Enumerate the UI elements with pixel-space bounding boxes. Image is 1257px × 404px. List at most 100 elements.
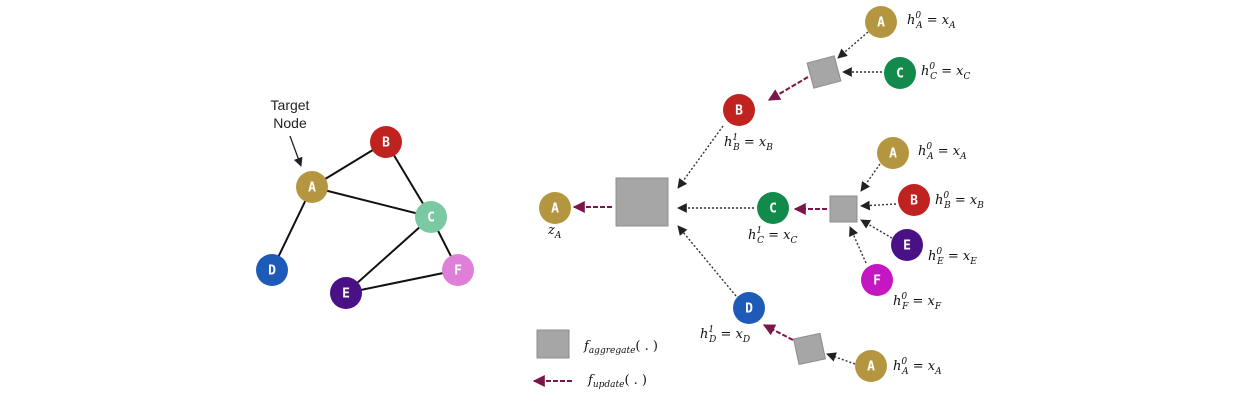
tree-level1-label-d-h: h xyxy=(700,327,708,342)
tree-level1-label-b-eq: = xyxy=(740,135,759,150)
tree-level0-node-6: A xyxy=(855,350,887,382)
tree-level0-label-0-sub: A xyxy=(915,21,923,31)
tree-level0-label-2-sup: 0 xyxy=(926,142,932,152)
edge-b0-to-c-box xyxy=(860,200,897,211)
edge-a0-to-b-box xyxy=(837,31,869,59)
graph-node-c: C xyxy=(415,201,447,233)
tree-level0-label-1-x-sub: C xyxy=(964,72,971,82)
d-update-arrow xyxy=(762,324,794,341)
tree-level0-label-2-x-sub: A xyxy=(959,152,967,162)
edge-e0-to-c-box xyxy=(860,219,893,239)
tree-level1-label-d-x: x xyxy=(736,327,744,342)
root-aggregate-box xyxy=(615,177,669,227)
tree-level0-label-4-h: h xyxy=(928,249,936,264)
tree-level1-label-b-sup: 1 xyxy=(732,133,738,143)
tree-level0-node-3-letter: B xyxy=(910,194,918,209)
tree-root-node-letter: A xyxy=(551,202,559,217)
graph-node-b-circle xyxy=(370,126,402,158)
legend-update-label: fupdate( . ) xyxy=(587,373,647,390)
legend-aggregate-f: f xyxy=(583,339,591,354)
tree-level1-label-c-sub: C xyxy=(757,236,764,246)
tree-level0-label-4-x: x xyxy=(963,249,971,264)
graph-node-d-letter: D xyxy=(268,264,276,279)
tree-level0-label-1-h: h xyxy=(921,64,929,79)
graph-node-b-letter: B xyxy=(382,136,390,151)
graph-node-a-letter: A xyxy=(308,181,316,196)
tree-level0-label-0-x-sub: A xyxy=(948,21,956,31)
tree-level0-label-4-sub: E xyxy=(936,257,944,267)
tree-root-node: A xyxy=(539,192,571,224)
tree-level0-label-5-x: x xyxy=(928,294,936,309)
tree-root-label-h: z xyxy=(547,223,555,238)
tree-level1-label-c-sup: 1 xyxy=(756,226,762,236)
tree-level0-label-0-h: h xyxy=(907,13,915,28)
tree-level0-label-1-eq: = xyxy=(937,64,956,79)
tree-level0-node-6-circle xyxy=(855,350,887,382)
tree-level1-label-d-eq: = xyxy=(716,327,735,342)
tree-level1-label-c-x: x xyxy=(783,228,791,243)
tree-level1-label-c-h: h xyxy=(748,228,756,243)
legend-aggregate-subscript: aggregate xyxy=(589,346,636,356)
tree-level1-node-d-letter: D xyxy=(745,302,753,317)
legend-update-f: f xyxy=(587,373,595,388)
tree-level0-label-0-eq: = xyxy=(923,13,942,28)
legend-update-subscript: update xyxy=(593,380,625,390)
tree-level0-node-0: A xyxy=(865,6,897,38)
tree-level0-label-1-x: x xyxy=(956,64,964,79)
tree-level1-label-b-h: h xyxy=(724,135,732,150)
tree-level0-label-6-sup: 0 xyxy=(901,357,907,367)
tree-level1-node-b-circle xyxy=(723,94,755,126)
tree-level0-label-6-x-sub: A xyxy=(934,367,942,377)
tree-level0-label-6-x: x xyxy=(928,359,936,374)
graph-node-d: D xyxy=(256,254,288,286)
tree-level0-label-5-sup: 0 xyxy=(901,292,907,302)
tree-level1-label-b-x-sub: B xyxy=(765,143,773,153)
edge-a0-to-d-box xyxy=(826,352,856,365)
tree-level0-label-2-sub: A xyxy=(926,152,934,162)
graph-node-b: B xyxy=(370,126,402,158)
tree-level0-node-0-letter: A xyxy=(877,16,885,31)
tree-level1-node-c-letter: C xyxy=(769,202,777,217)
tree-level0-node-0-circle xyxy=(865,6,897,38)
tree-level1-label-c-eq: = xyxy=(764,228,783,243)
tree-root-label: zA xyxy=(547,223,562,241)
d-aggregate-box xyxy=(792,332,826,366)
tree-level1-label-d-sub: D xyxy=(708,335,716,345)
tree-level0-label-0-sup: 0 xyxy=(915,11,921,21)
graph-node-c-circle xyxy=(415,201,447,233)
legend-aggregate-arg: ( . ) xyxy=(635,339,658,354)
tree-level0-node-4-circle xyxy=(891,229,923,261)
tree-level1-node-c: C xyxy=(757,192,789,224)
tree-level0-node-3-circle xyxy=(898,184,930,216)
tree-level1-node-c-circle xyxy=(757,192,789,224)
graph-node-d-circle xyxy=(256,254,288,286)
tree-level0-node-1-circle xyxy=(884,57,916,89)
legend-aggregate-swatch xyxy=(536,329,570,359)
tree-level0-node-2: A xyxy=(877,137,909,169)
tree-level0-label-2-eq: = xyxy=(934,144,953,159)
tree-level1-node-d-circle xyxy=(733,292,765,324)
tree-level0-node-3: B xyxy=(898,184,930,216)
tree-level1-label-c-x-sub: C xyxy=(791,236,798,246)
edge-c-e xyxy=(345,216,432,294)
tree-level0-label-6-h: h xyxy=(893,359,901,374)
tree-root-node-circle xyxy=(539,192,571,224)
c-aggregate-box xyxy=(829,195,858,223)
tree-level0-label-2-h: h xyxy=(918,144,926,159)
tree-level0-node-5: F xyxy=(861,264,893,296)
tree-level1-label-d-sup: 1 xyxy=(708,325,714,335)
tree-level0-label-1-sup: 0 xyxy=(929,62,935,72)
graph-node-f: F xyxy=(442,254,474,286)
tree-root-label-sub: A xyxy=(554,231,562,241)
graph-node-a: A xyxy=(296,171,328,203)
tree-level0-label-3-sub: B xyxy=(943,201,951,211)
tree-level1-label-b-sub: B xyxy=(732,143,740,153)
edge-b1-to-root-box xyxy=(677,125,724,189)
